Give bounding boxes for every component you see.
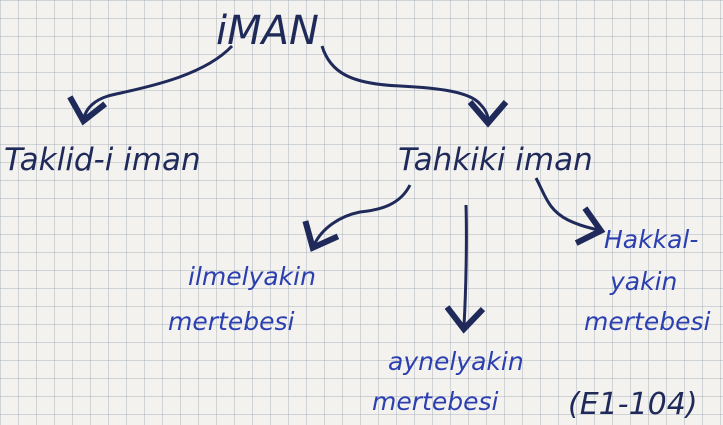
left-branch-label: Taklid-i iman — [4, 142, 201, 178]
child-ilmelyakin-line2: mertebesi — [168, 307, 294, 336]
child-ilmelyakin-line1: ilmelyakin — [188, 262, 316, 291]
arrow-tahkiki-to-aynelyakin — [444, 204, 486, 334]
child-hakkalyakin-line3: mertebesi — [584, 307, 710, 336]
child-aynelyakin-line2: mertebesi — [372, 387, 498, 416]
child-aynelyakin-line1: aynelyakin — [388, 347, 524, 376]
arrow-root-to-tahkiki — [320, 45, 509, 128]
child-hakkalyakin-line1: Hakkal- — [604, 225, 698, 254]
arrow-tahkiki-to-ilmelyakin — [302, 184, 412, 252]
arrow-tahkiki-to-hakkalyakin — [534, 177, 606, 246]
child-hakkalyakin-line2: yakin — [609, 267, 677, 296]
root-node-label: iMAN — [216, 8, 319, 54]
right-branch-label: Tahkiki iman — [398, 142, 593, 178]
reference-label: (E1-104) — [568, 387, 698, 422]
arrow-root-to-taklid — [67, 44, 234, 126]
